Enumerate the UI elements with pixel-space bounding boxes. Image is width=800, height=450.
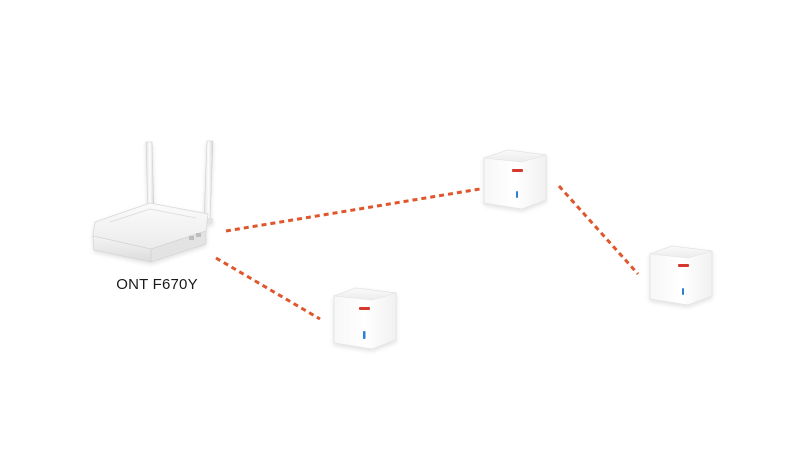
brand-logo [359, 307, 370, 310]
mesh-node-right [649, 245, 713, 306]
links [215, 184, 640, 321]
link-router-to-center-node [215, 256, 321, 321]
wifi-router-icon [92, 140, 214, 263]
brand-logo [512, 169, 523, 172]
mesh-node-top [483, 149, 547, 210]
link-router-to-top-node [225, 187, 481, 233]
status-led [682, 288, 684, 295]
status-led [516, 191, 518, 198]
router-label: ONT F670Y [116, 276, 198, 293]
mesh-node-center [333, 287, 397, 350]
status-led [363, 331, 366, 339]
link-top-node-to-right-node [557, 184, 640, 276]
brand-logo [678, 264, 689, 267]
